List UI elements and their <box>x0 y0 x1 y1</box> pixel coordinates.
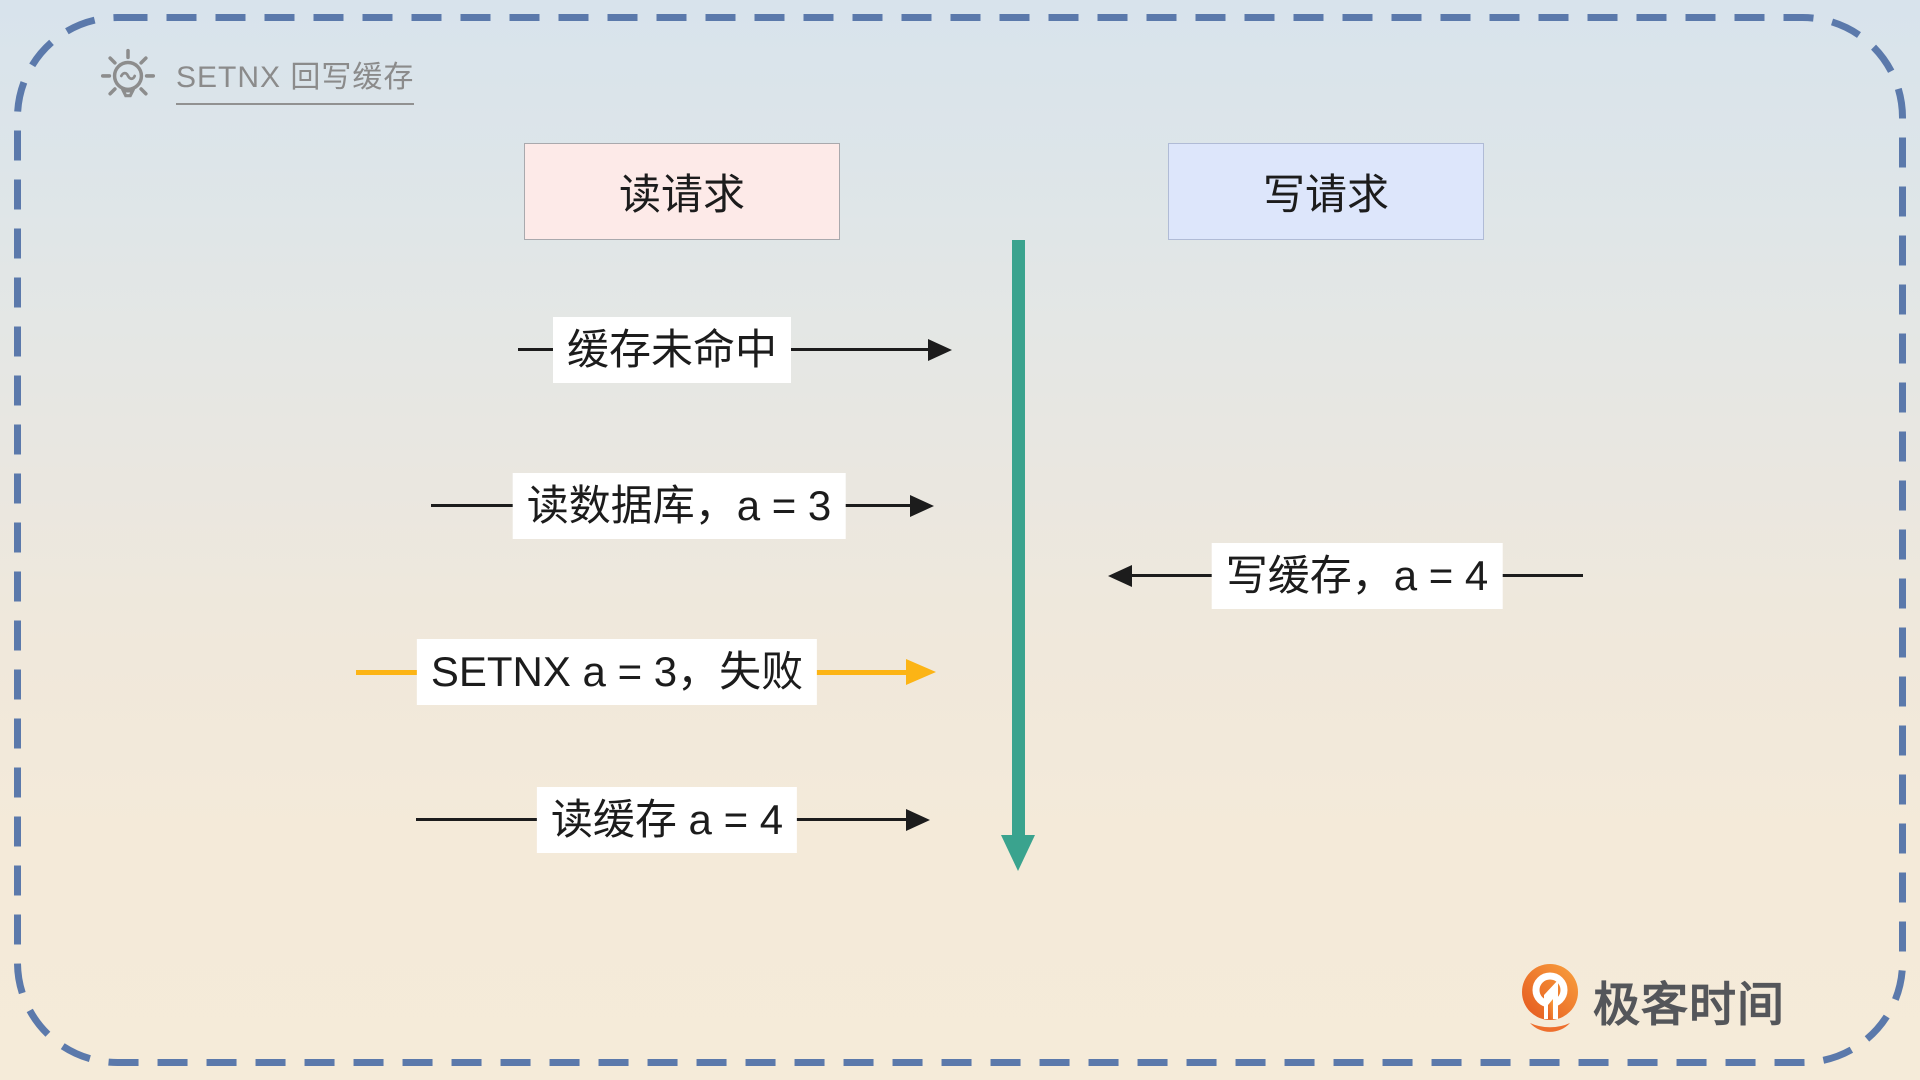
step-label-write-cache: 写缓存，a = 4 <box>1211 543 1503 609</box>
right-arrowhead-icon <box>906 659 936 685</box>
right-arrowhead-icon <box>906 809 930 831</box>
brand-logo-text: 极客时间 <box>1593 977 1785 1031</box>
left-arrowhead-icon <box>1108 565 1132 587</box>
timeline-arrow-shaft <box>1012 240 1025 837</box>
step-label-cache-miss: 缓存未命中 <box>552 317 792 383</box>
write-request-header: 写请求 <box>1168 143 1484 240</box>
right-arrowhead-icon <box>928 339 952 361</box>
step-label-setnx-fail: SETNX a = 3，失败 <box>416 639 818 705</box>
right-arrowhead-icon <box>910 495 934 517</box>
step-label-read-cache: 读缓存 a = 4 <box>536 787 798 853</box>
diagram-header: SETNX 回写缓存 <box>96 46 415 110</box>
geektime-logo-icon <box>1522 964 1578 1032</box>
page-title: SETNX 回写缓存 <box>176 52 415 105</box>
step-label-read-db: 读数据库，a = 3 <box>512 473 846 539</box>
lightbulb-icon <box>100 48 156 98</box>
brand-logo: 极客时间 <box>1519 963 1785 1037</box>
read-request-header: 读请求 <box>524 143 840 240</box>
timeline-arrowhead-icon <box>1001 835 1035 871</box>
